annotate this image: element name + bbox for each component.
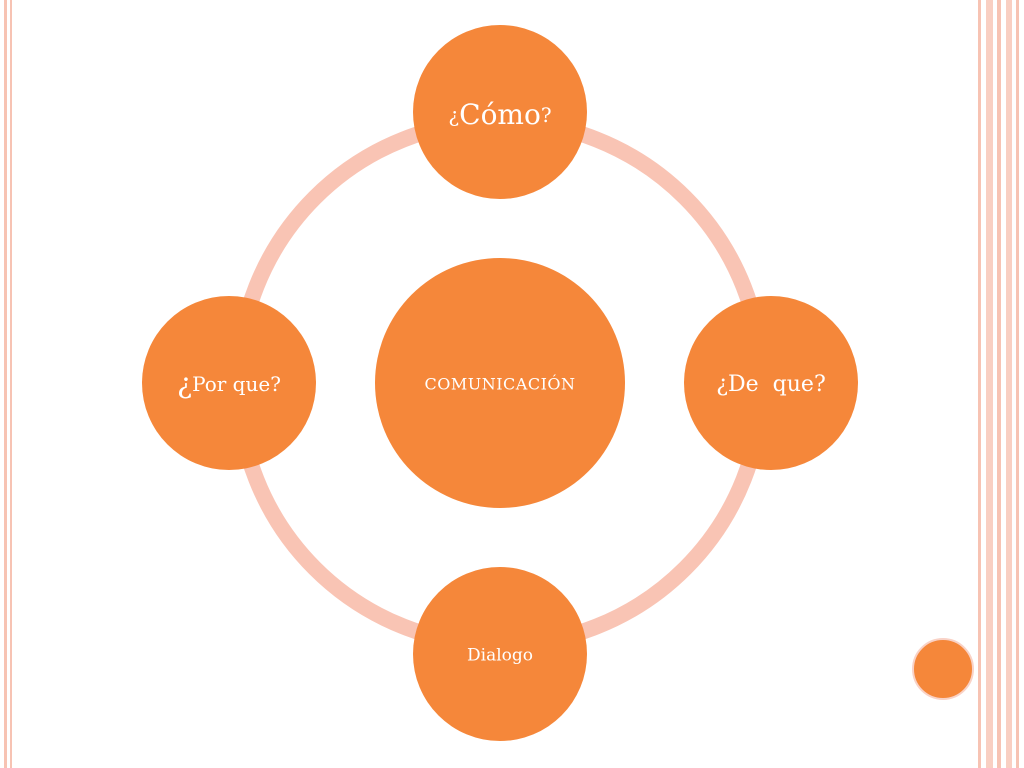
node-como-suffix: ? [541,103,552,127]
node-dialogo-label: Dialogo [467,646,533,666]
svg-text:¿Cómo?: ¿Cómo? [448,98,551,131]
frame-line-right-2 [986,0,993,768]
center-node-label: COMUNICACIÓN [424,374,575,394]
frame-line-right-1 [978,0,981,768]
frame-line-right-3 [997,0,1001,768]
svg-text:¿Por que?: ¿Por que? [177,367,281,400]
frame-line-left-inner [10,0,12,768]
node-dialogo: Dialogo [413,567,587,741]
node-como-label: Cómo [459,98,541,131]
frame-line-right-4 [1006,0,1012,768]
node-como-prefix: ¿ [448,103,459,127]
node-por-que: ¿Por que? [142,296,316,470]
node-de-que-label: ¿De que? [716,372,826,397]
node-por-que-label: Por que? [192,372,281,396]
decorative-dot [912,638,974,700]
frame-line-left-outer [4,0,7,768]
center-node: COMUNICACIÓN [375,258,625,508]
frame-line-right-5 [1016,0,1019,768]
node-de-que: ¿De que? [684,296,858,470]
node-por-que-prefix: ¿ [177,367,192,400]
node-como: ¿Cómo? [413,25,587,199]
